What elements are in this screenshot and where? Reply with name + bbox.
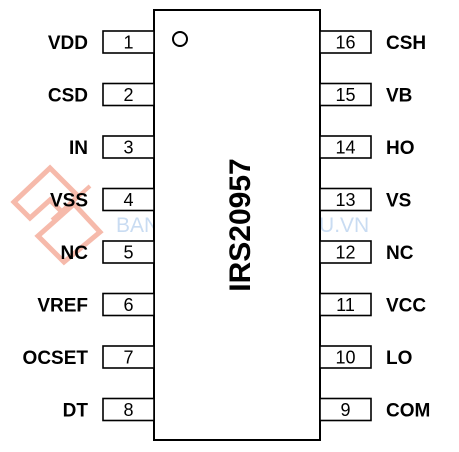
- pin-name: NC: [386, 243, 414, 264]
- pin-name: VDD: [48, 33, 88, 54]
- pin-box: [319, 292, 372, 317]
- pin-name: VS: [386, 191, 411, 212]
- pin-number: 7: [123, 348, 133, 368]
- part-number-label: IRS20957: [224, 158, 257, 291]
- pin-box: [102, 345, 155, 369]
- pin-box: [102, 187, 155, 212]
- pin-number: 13: [335, 190, 355, 210]
- pin-number: 1: [123, 33, 133, 53]
- pin-box: [102, 30, 155, 54]
- pin-name: CSD: [48, 86, 88, 107]
- watermark-logo-icon: [10, 164, 104, 266]
- pin-3: 3 IN: [69, 135, 155, 159]
- pin-10: 10 LO: [319, 345, 412, 369]
- pin-box: [319, 240, 372, 264]
- pin-number: 12: [335, 243, 355, 263]
- pin-name: LO: [386, 348, 412, 369]
- pin-number: 2: [123, 85, 133, 105]
- pin-name: VREF: [37, 296, 88, 317]
- pin-number: 15: [335, 85, 355, 105]
- pin-box: [102, 135, 155, 159]
- pin-2: 2 CSD: [48, 82, 155, 107]
- pin-14: 14 HO: [319, 135, 415, 159]
- pin-number: 11: [336, 295, 355, 315]
- pin-9: 9 COM: [319, 397, 430, 422]
- left-pin-column: 1 VDD 2 CSD 3 IN 4 VSS 5 NC 6 VREF 7 OCSET 8 DT: [23, 30, 155, 422]
- pin-name: HO: [386, 138, 415, 159]
- pin-box: [102, 240, 155, 264]
- pin-name: DT: [63, 401, 89, 422]
- pin-1: 1 VDD: [48, 30, 155, 54]
- right-pin-column: 16 CSH 15 VB 14 HO 13 VS 12 NC 11 VCC 10 LO 9 COM: [319, 30, 430, 422]
- pin-13: 13 VS: [319, 187, 411, 212]
- pin-name: VSS: [50, 191, 88, 212]
- pin-number: 4: [123, 190, 133, 210]
- pin-5: 5 NC: [61, 240, 155, 264]
- pin-number: 8: [123, 400, 133, 420]
- pin-box: [319, 135, 372, 159]
- pin-box: [319, 345, 372, 369]
- chip-body: [153, 9, 321, 441]
- pin-box: [102, 292, 155, 317]
- pin-number: 10: [335, 348, 355, 368]
- pin-name: COM: [386, 401, 430, 422]
- pin-name: IN: [69, 138, 88, 159]
- pin-11: 11 VCC: [319, 292, 426, 317]
- pin-name: VCC: [386, 296, 426, 317]
- pin-number: 14: [335, 138, 355, 158]
- pin-7: 7 OCSET: [23, 345, 155, 369]
- pin-box: [319, 30, 372, 54]
- pin-number: 16: [335, 33, 355, 53]
- pin-16: 16 CSH: [319, 30, 426, 54]
- pin-name: VB: [386, 86, 412, 107]
- pin-name: NC: [61, 243, 89, 264]
- pin-name: CSH: [386, 33, 426, 54]
- pin-box: [102, 82, 155, 107]
- pin1-marker-icon: [172, 31, 188, 47]
- pin-number: 9: [340, 400, 350, 420]
- pin-box: [319, 187, 372, 212]
- pin-6: 6 VREF: [37, 292, 155, 317]
- pin-box: [319, 82, 372, 107]
- pin-number: 5: [123, 243, 133, 263]
- pin-number: 3: [123, 138, 133, 158]
- pin-8: 8 DT: [63, 397, 155, 422]
- pin-box: [319, 397, 372, 422]
- pin-number: 6: [123, 295, 133, 315]
- pin-12: 12 NC: [319, 240, 414, 264]
- pin-15: 15 VB: [319, 82, 412, 107]
- pin-4: 4 VSS: [50, 187, 155, 212]
- pin-box: [102, 397, 155, 422]
- pin-name: OCSET: [23, 348, 89, 369]
